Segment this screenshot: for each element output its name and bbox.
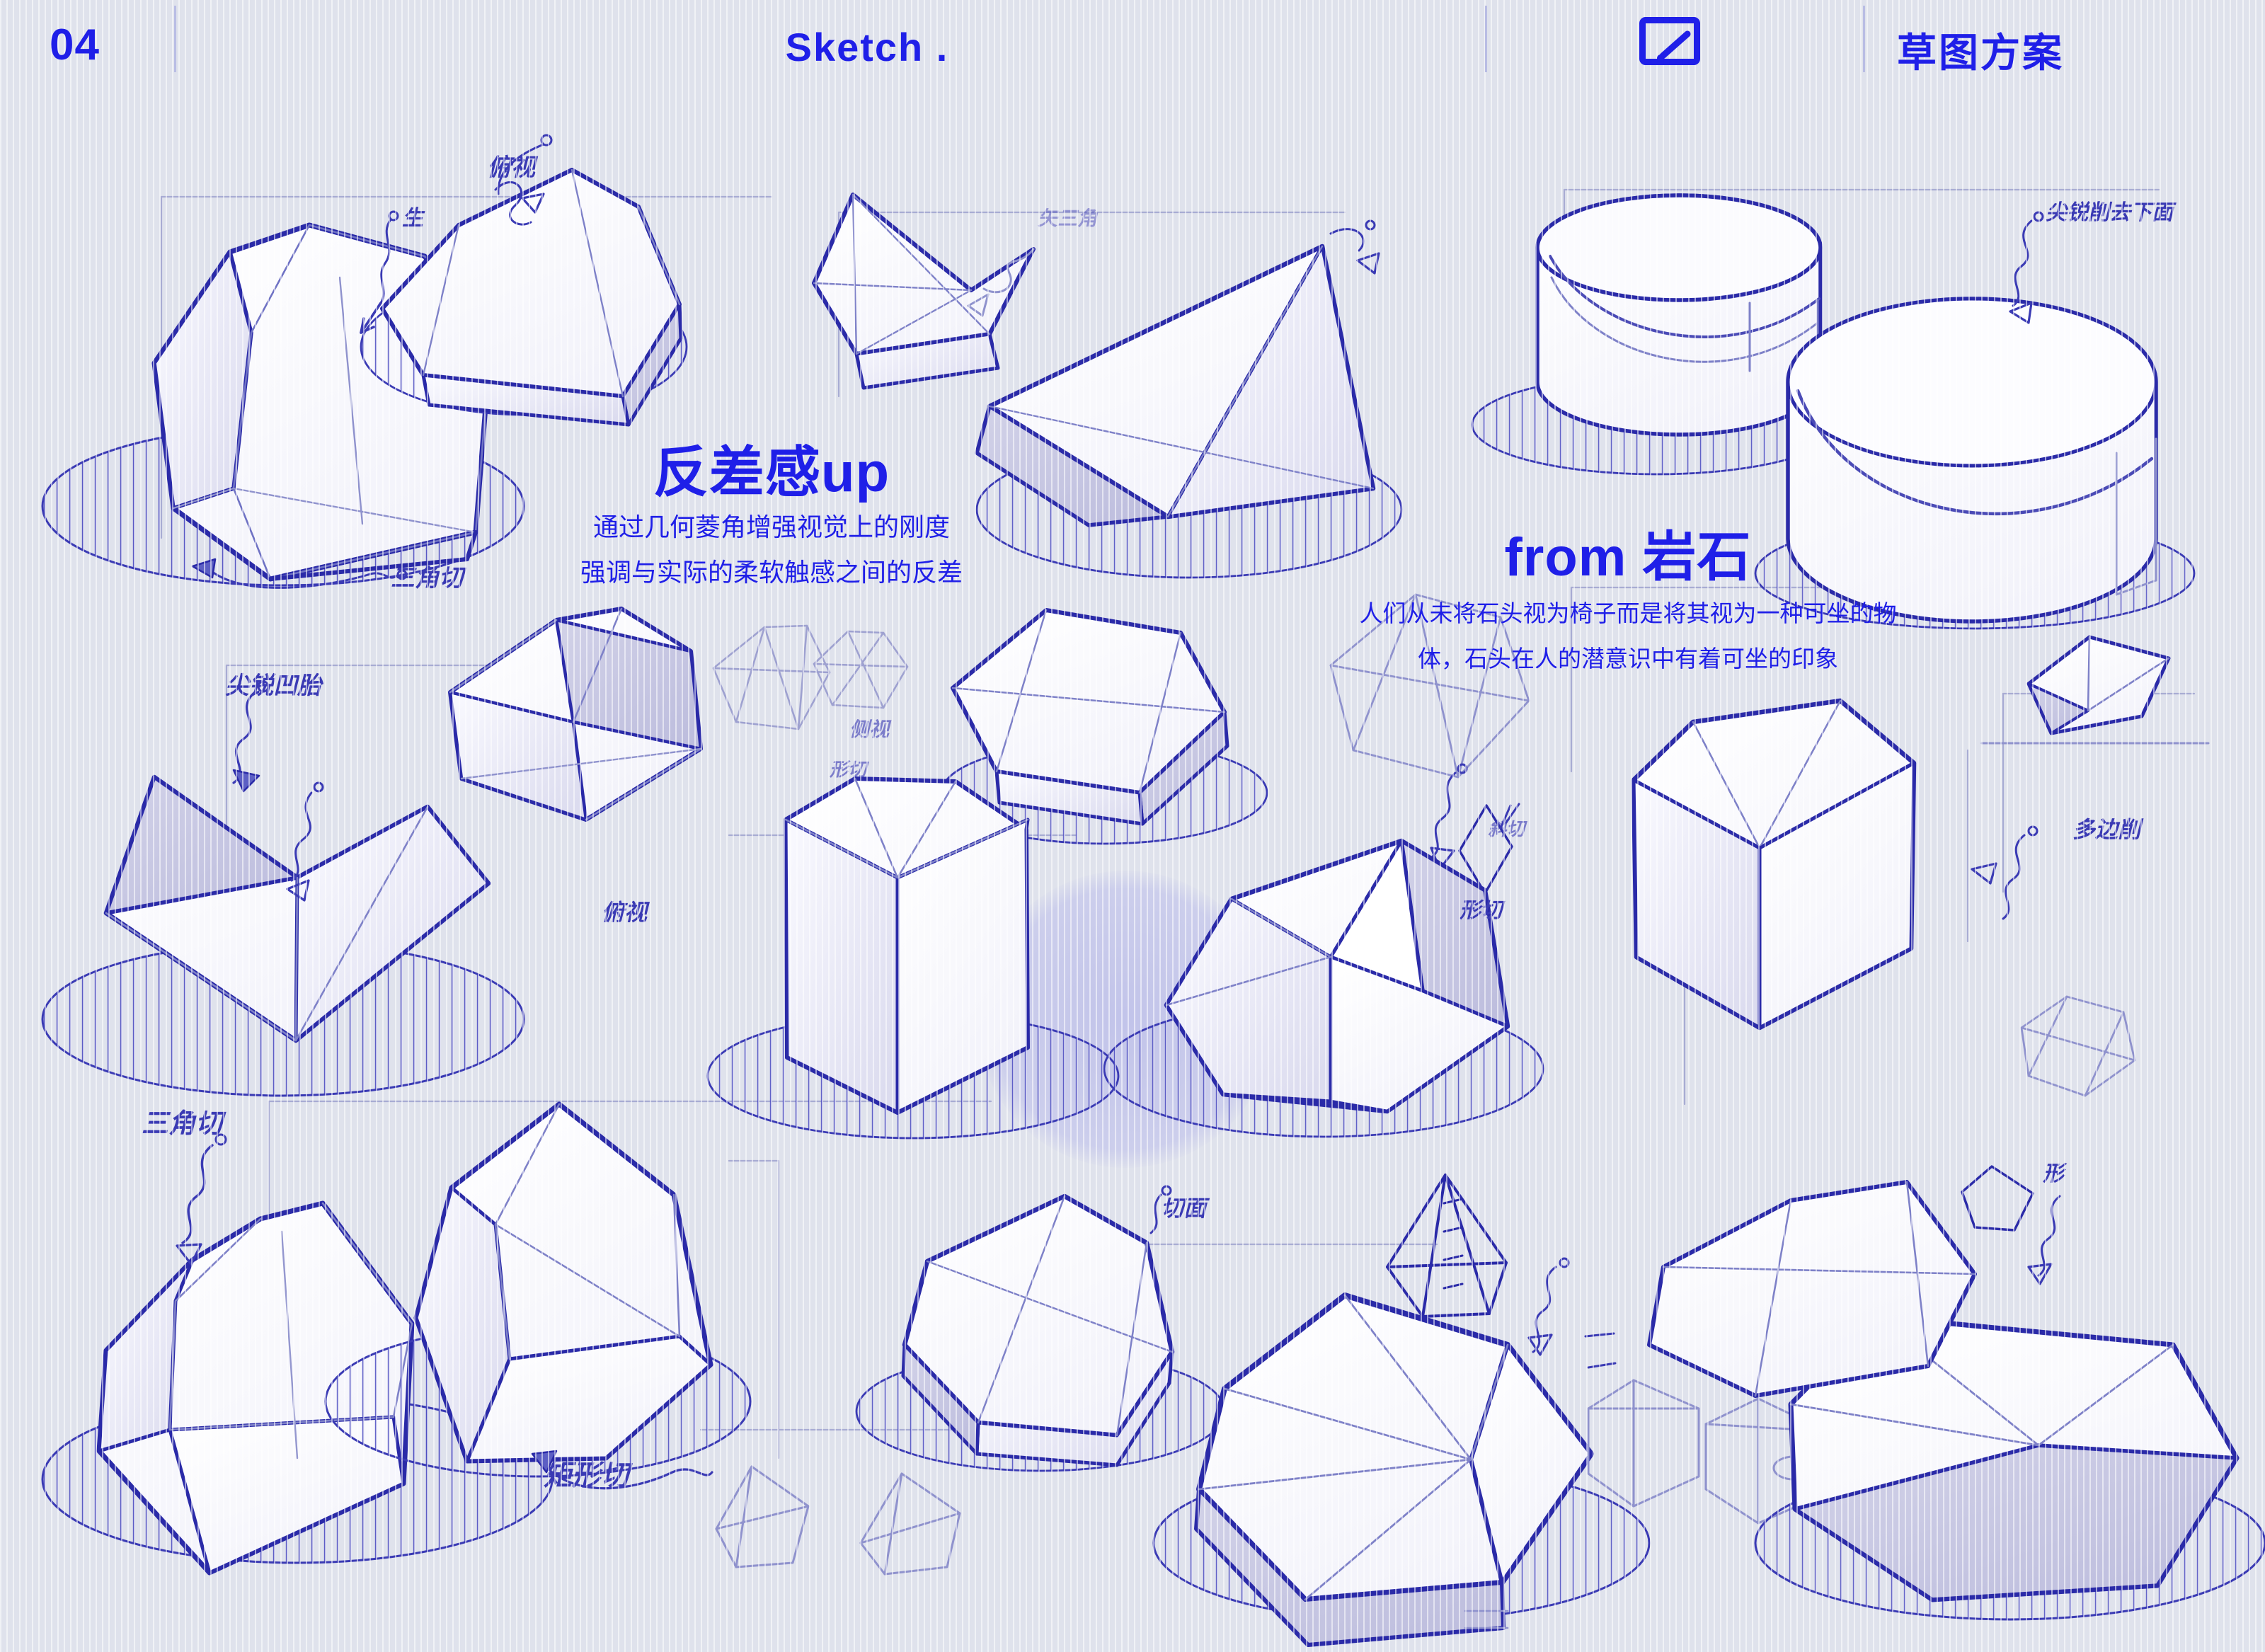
annotation-rock-line1: 人们从未将石头视为椅子而是将其视为一种可坐的物	[1359, 600, 1897, 626]
hw-label-6: 矩形切	[544, 1459, 633, 1491]
sketch-rock-9	[1103, 838, 1544, 1138]
header-divider-1	[174, 6, 176, 72]
header-divider-2	[1485, 6, 1487, 72]
sketch-small-box-1	[1587, 1379, 1700, 1508]
hw-label-9: 形切	[829, 759, 869, 780]
annotation-contrast: 反差感up 通过几何菱角增强视觉上的刚度 强调与实际的柔软触感之间的反差	[559, 444, 984, 590]
hw-label-4: 俯视	[602, 900, 650, 925]
page-header: 04 Sketch . 草图方案	[0, 0, 2265, 84]
annotation-rock-line2: 体，石头在人的潜意识中有着可坐的印象	[1418, 645, 1838, 672]
hw-label-8: 侧视	[849, 718, 892, 741]
sketch-rock-10	[1631, 698, 2038, 1031]
sketch-rock-17	[1647, 1180, 1977, 1398]
hw-label-13: 尖锐削去下面	[2046, 201, 2177, 224]
sketch-rock-11	[1980, 635, 2210, 745]
annotation-rock: from 岩石 人们从未将石头视为椅子而是将其视为一种可坐的物 体，石头在人的潜…	[1345, 531, 1911, 675]
sketch-cone-2	[859, 1472, 961, 1576]
hw-label-11: 形切	[1459, 899, 1506, 922]
hw-label-14: 多边削	[2072, 817, 2144, 842]
sketch-cone-1	[715, 1465, 810, 1568]
page-title-cn: 草图方案	[1897, 30, 2064, 75]
hw-label-12: 斜切	[1488, 819, 1527, 839]
sketch-pentagon	[1961, 1165, 2034, 1232]
hw-label-7: 矢三角	[1038, 207, 1099, 230]
sketch-cylinder-1	[1471, 193, 1842, 476]
annotation-contrast-line1: 通过几何菱角增强视觉上的刚度	[592, 512, 950, 541]
hw-label-10: 切面	[1161, 1195, 1210, 1221]
hw-label-3: 尖锐凹胎	[225, 672, 324, 699]
sketch-rock-6	[448, 607, 703, 822]
hw-label-5: 三角切	[142, 1109, 226, 1139]
page-number: 04	[50, 21, 100, 69]
sketch-wireframe-1	[712, 624, 909, 730]
sketch-board-pen-icon	[1639, 17, 1700, 65]
annotation-contrast-heading: 反差感up	[653, 441, 890, 503]
sketch-rock-15	[1152, 1292, 1651, 1647]
annotation-contrast-line2: 强调与实际的柔软触感之间的反差	[580, 557, 963, 587]
header-divider-3	[1863, 6, 1865, 72]
annotation-rock-heading: from 岩石	[1504, 527, 1752, 587]
sketch-octahedron	[1386, 1174, 1508, 1318]
sketch-rock-4	[975, 219, 1403, 579]
hw-label-2: 三角切	[391, 565, 467, 592]
sketch-wireframe-3	[2020, 995, 2136, 1097]
hw-label-15: 形	[2042, 1162, 2068, 1186]
sketch-rock-5	[41, 680, 525, 1097]
page-title: Sketch .	[785, 25, 949, 69]
sketch-rock-14	[855, 1193, 1226, 1472]
sketch-rock-3	[812, 193, 1036, 390]
hw-label-1: 生	[402, 207, 425, 230]
hw-label-0: 俯视	[487, 154, 539, 181]
